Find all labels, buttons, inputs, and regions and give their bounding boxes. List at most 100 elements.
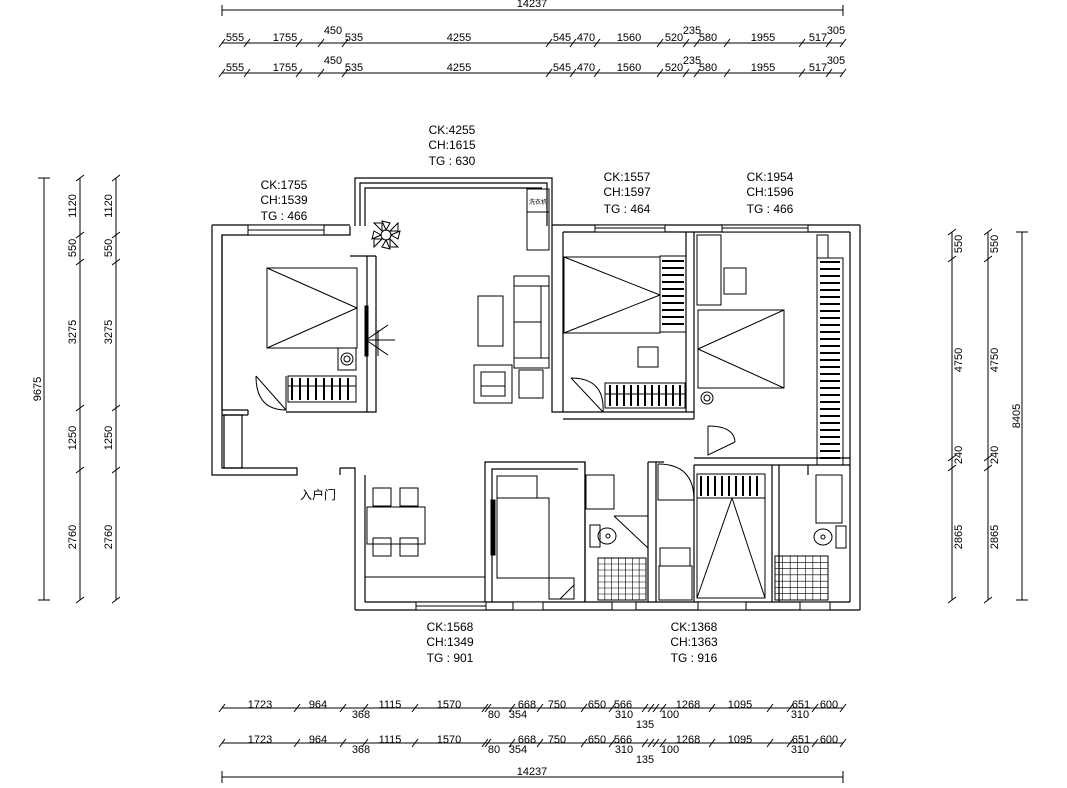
dimension-label: 368 — [352, 709, 370, 721]
dimension-tick — [295, 68, 303, 78]
dimension-label: 555 — [226, 32, 244, 44]
svg-text:CH:1363: CH:1363 — [670, 635, 718, 649]
dimension-label: 650 — [588, 699, 606, 711]
dimension-tick — [580, 738, 588, 748]
dimension-tick — [839, 68, 847, 78]
bathroom-2-rack — [700, 476, 758, 496]
dimension-label: 545 — [553, 62, 571, 74]
dimension-tick — [786, 703, 794, 713]
dimension-tick — [111, 596, 121, 604]
dimension-label: 1268 — [676, 699, 700, 711]
dimension-label: 550 — [103, 239, 115, 257]
bathroom-3-shower-tiles — [774, 555, 829, 601]
dimension-label: 305 — [827, 55, 845, 67]
dimension-tick — [75, 231, 85, 239]
dimension-tick — [947, 228, 957, 236]
dimension-label: 1250 — [103, 426, 115, 450]
dimension-tick — [111, 258, 121, 266]
bathroom-1-shower-tiles — [597, 557, 647, 601]
overall-width-top: 14237 — [517, 0, 548, 10]
dimension-tick — [75, 174, 85, 182]
dimension-label: 240 — [989, 446, 1001, 464]
dimension-label: 580 — [699, 62, 717, 74]
dimension-label: 135 — [636, 754, 654, 766]
dimension-tick — [708, 738, 716, 748]
dimension-label: 651 — [792, 699, 810, 711]
dimension-tick — [652, 738, 660, 748]
dimension-label: 1560 — [617, 32, 641, 44]
dimension-tick — [656, 68, 664, 78]
top-dimension-ticks — [218, 38, 847, 78]
window-label-6: CK:1368 CH:1363 TG : 916 — [670, 620, 718, 665]
windows — [247, 224, 831, 611]
svg-text:CH:1349: CH:1349 — [426, 635, 474, 649]
dimension-tick — [593, 38, 601, 48]
dimension-tick — [75, 466, 85, 474]
dimension-tick — [75, 258, 85, 266]
window-label-2: CK:4255 CH:1615 TG : 630 — [428, 123, 476, 168]
window-label-5: CK:1568 CH:1349 TG : 901 — [426, 620, 474, 665]
svg-text:CK:4255: CK:4255 — [429, 123, 476, 137]
dimension-tick — [75, 404, 85, 412]
dimension-label: 1955 — [751, 62, 775, 74]
svg-text:CH:1539: CH:1539 — [260, 193, 308, 207]
dimension-label: 100 — [661, 709, 679, 721]
dimension-tick — [545, 68, 553, 78]
dimension-label: 600 — [820, 699, 838, 711]
dimension-tick — [708, 703, 716, 713]
dimension-tick — [983, 454, 993, 462]
washer-label: 洗衣机 — [529, 198, 547, 206]
svg-text:CK:1755: CK:1755 — [261, 178, 308, 192]
dimension-tick — [218, 738, 226, 748]
dimension-label: 470 — [577, 32, 595, 44]
dimension-tick — [798, 68, 806, 78]
svg-text:CK:1954: CK:1954 — [747, 170, 794, 184]
entrance-door-label: 入户门 — [300, 487, 336, 502]
window-label-3: CK:1557 CH:1597 TG : 464 — [603, 170, 651, 216]
dimension-tick — [766, 703, 774, 713]
left-dimension-lines — [38, 177, 117, 601]
dimension-label: 305 — [827, 25, 845, 37]
dimension-tick — [536, 738, 544, 748]
bathroom-2-fixtures — [657, 463, 766, 601]
bedroom-3-wardrobe-hangers — [820, 261, 840, 459]
dimension-tick — [484, 738, 492, 748]
dimension-tick — [766, 738, 774, 748]
dimension-tick — [839, 38, 847, 48]
dimension-label: 1250 — [67, 426, 79, 450]
dimension-label: 2865 — [989, 525, 1001, 549]
dimension-tick — [218, 703, 226, 713]
dimension-tick — [947, 596, 957, 604]
dimension-label: 354 — [509, 709, 527, 721]
dimension-tick — [341, 68, 349, 78]
svg-text:TG : 464: TG : 464 — [604, 202, 651, 216]
dimension-label: 3275 — [103, 320, 115, 344]
dimension-label: 235 — [683, 55, 701, 67]
living-room-furniture — [473, 188, 550, 404]
dimension-label: 4750 — [989, 348, 1001, 372]
dimension-label: 517 — [809, 62, 827, 74]
dimension-tick — [243, 38, 251, 48]
dimension-tick — [647, 703, 655, 713]
dimension-label: 750 — [548, 734, 566, 746]
dimension-tick — [652, 703, 660, 713]
dimension-label: 651 — [792, 734, 810, 746]
svg-text:CH:1596: CH:1596 — [746, 185, 794, 199]
dimension-tick — [508, 703, 516, 713]
dimension-label: 235 — [683, 25, 701, 37]
window-label-4: CK:1954 CH:1596 TG : 466 — [746, 170, 794, 216]
dimension-tick — [481, 703, 489, 713]
dimension-label: 1095 — [728, 734, 752, 746]
dimension-label: 545 — [553, 32, 571, 44]
dimension-tick — [361, 738, 369, 748]
dimension-tick — [659, 738, 667, 748]
dimension-label: 4255 — [447, 32, 471, 44]
dimension-tick — [983, 255, 993, 263]
bedroom-2-side-hangers — [662, 260, 684, 325]
dimension-label: 964 — [309, 734, 327, 746]
dimension-tick — [111, 231, 121, 239]
dimension-label: 668 — [518, 734, 536, 746]
